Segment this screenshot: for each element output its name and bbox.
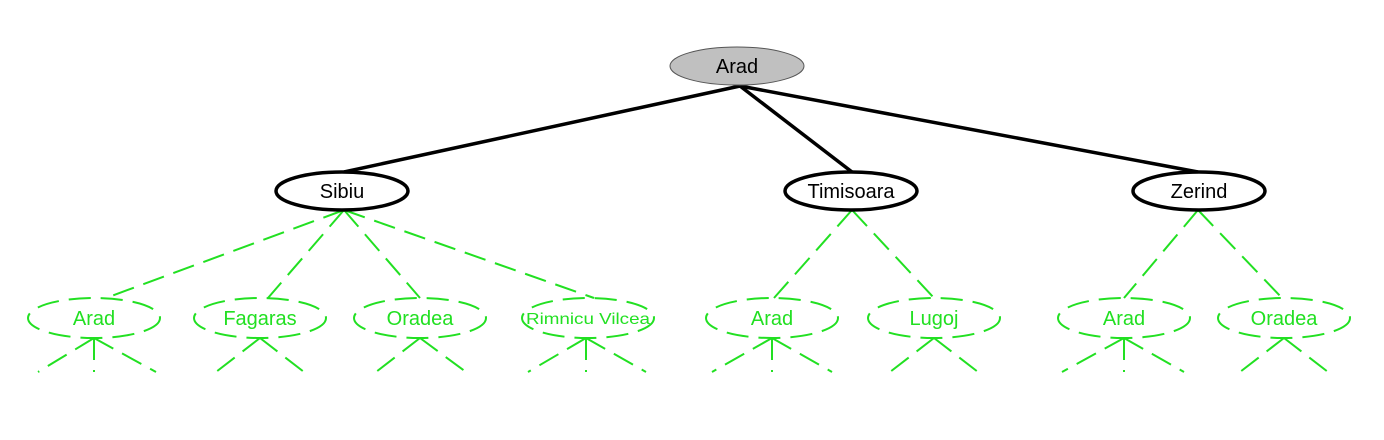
node-label: Timisoara (807, 181, 895, 203)
edge-arad-zerind (739, 84, 1199, 174)
frontier-node-sibiu-oradea (353, 297, 487, 339)
frontier-label: Lugoj (910, 308, 959, 330)
frontier-node-sibiu-arad (27, 297, 161, 339)
frontier-node-rimnicu-vilcea (521, 297, 655, 339)
frontier-label: Oradea (1251, 308, 1319, 330)
edge-sibiu-oradea (343, 209, 421, 299)
node-timisoara: Timisoara (783, 170, 919, 212)
node-label: Arad (716, 56, 758, 78)
frontier-label: Arad (751, 308, 793, 330)
edge-arad-sibiu (343, 84, 741, 174)
edge-sibiu-fagaras (267, 209, 345, 299)
frontier-label: Arad (73, 308, 115, 330)
edge-arad-timisoara (738, 84, 854, 174)
node-root-arad: Arad (669, 46, 805, 86)
frontier-stubs (37, 337, 1329, 373)
edge-zerind-oradea (1197, 209, 1283, 299)
frontier-node-fagaras (193, 297, 327, 339)
frontier-node-lugoj (867, 297, 1001, 339)
frontier-label: Fagaras (223, 308, 296, 330)
frontier-edges (105, 209, 1283, 299)
node-zerind: Zerind (1131, 170, 1267, 212)
frontier-node-zerind-oradea (1217, 297, 1351, 339)
edge-sibiu-rimnicu (343, 209, 595, 299)
frontier-node-zerind-arad (1057, 297, 1191, 339)
node-label: Zerind (1171, 181, 1228, 203)
frontier-label: Arad (1103, 308, 1145, 330)
edge-sibiu-arad (105, 209, 345, 299)
edge-timisoara-lugoj (851, 209, 935, 299)
frontier-label: Rimnicu Vilcea (526, 311, 650, 328)
node-label: Sibiu (320, 181, 364, 203)
expanded-edges (343, 84, 1199, 174)
frontier-node-timisoara-arad (705, 297, 839, 339)
edge-timisoara-arad (773, 209, 853, 299)
edge-zerind-arad (1123, 209, 1199, 299)
node-sibiu: Sibiu (274, 170, 410, 212)
frontier-label: Oradea (387, 308, 455, 330)
